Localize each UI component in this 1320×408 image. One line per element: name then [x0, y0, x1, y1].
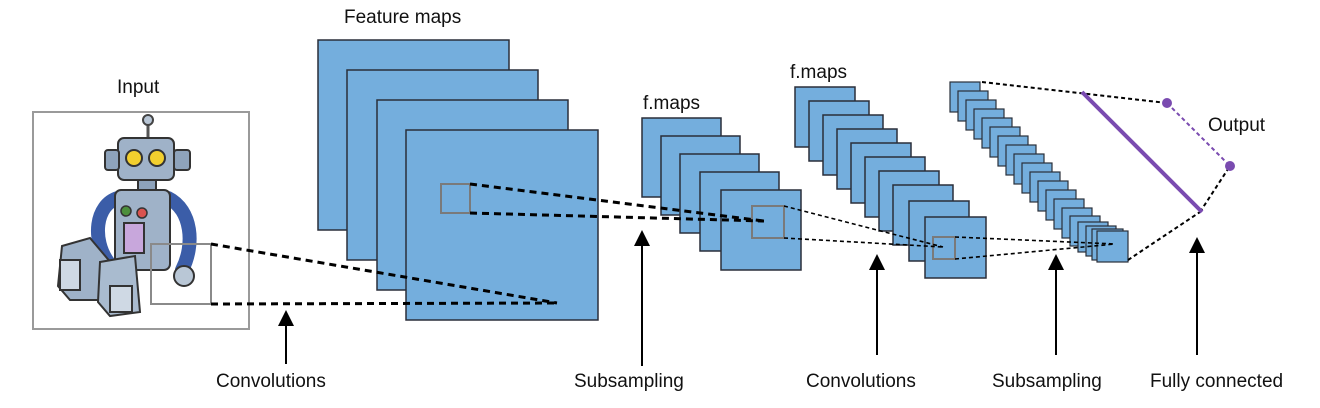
connectors: [210, 81, 1231, 306]
connector-line: [981, 81, 1168, 104]
output-dotted-link: [1166, 102, 1231, 167]
output-layer: [1080, 90, 1235, 214]
connector-line: [210, 242, 558, 305]
output-node: [1225, 161, 1235, 171]
input-image: [32, 111, 250, 330]
label-input: Input: [117, 77, 160, 98]
robot-icon: [56, 114, 212, 318]
input-receptive-window: [150, 243, 212, 305]
connector-line: [1199, 165, 1231, 213]
output-node: [1162, 98, 1172, 108]
small-map: [1096, 230, 1129, 263]
label-subsampling-1: Subsampling: [574, 371, 684, 392]
label-fmaps-1: f.maps: [643, 93, 701, 114]
fmaps-stack-1: [641, 117, 802, 271]
label-feature-maps: Feature maps: [344, 7, 462, 28]
fmap: [720, 189, 802, 271]
connector-line: [210, 301, 558, 306]
label-fmaps-2: f.maps: [790, 62, 848, 83]
feature-map-window: [440, 183, 471, 214]
connector-line: [783, 237, 944, 248]
label-fully-connected: Fully connected: [1150, 371, 1284, 392]
feature-map: [405, 129, 599, 321]
connector-line: [954, 236, 1116, 245]
subsampled-stack: [949, 81, 1129, 263]
fmap-window: [932, 236, 956, 260]
feature-maps-stack: [317, 39, 599, 321]
connector-line: [783, 205, 944, 248]
label-convolutions-2: Convolutions: [806, 371, 916, 392]
label-subsampling-2: Subsampling: [992, 371, 1102, 392]
connector-line: [469, 182, 765, 223]
connector-line: [954, 243, 1116, 260]
connector-line: [1127, 211, 1201, 261]
fully-connected-bar: [1080, 90, 1204, 214]
label-output: Output: [1208, 115, 1266, 136]
stage-arrows: [278, 230, 1205, 366]
label-convolutions-1: Convolutions: [216, 371, 326, 392]
fmaps-stack-2: [794, 86, 987, 279]
connector-line: [469, 211, 765, 223]
